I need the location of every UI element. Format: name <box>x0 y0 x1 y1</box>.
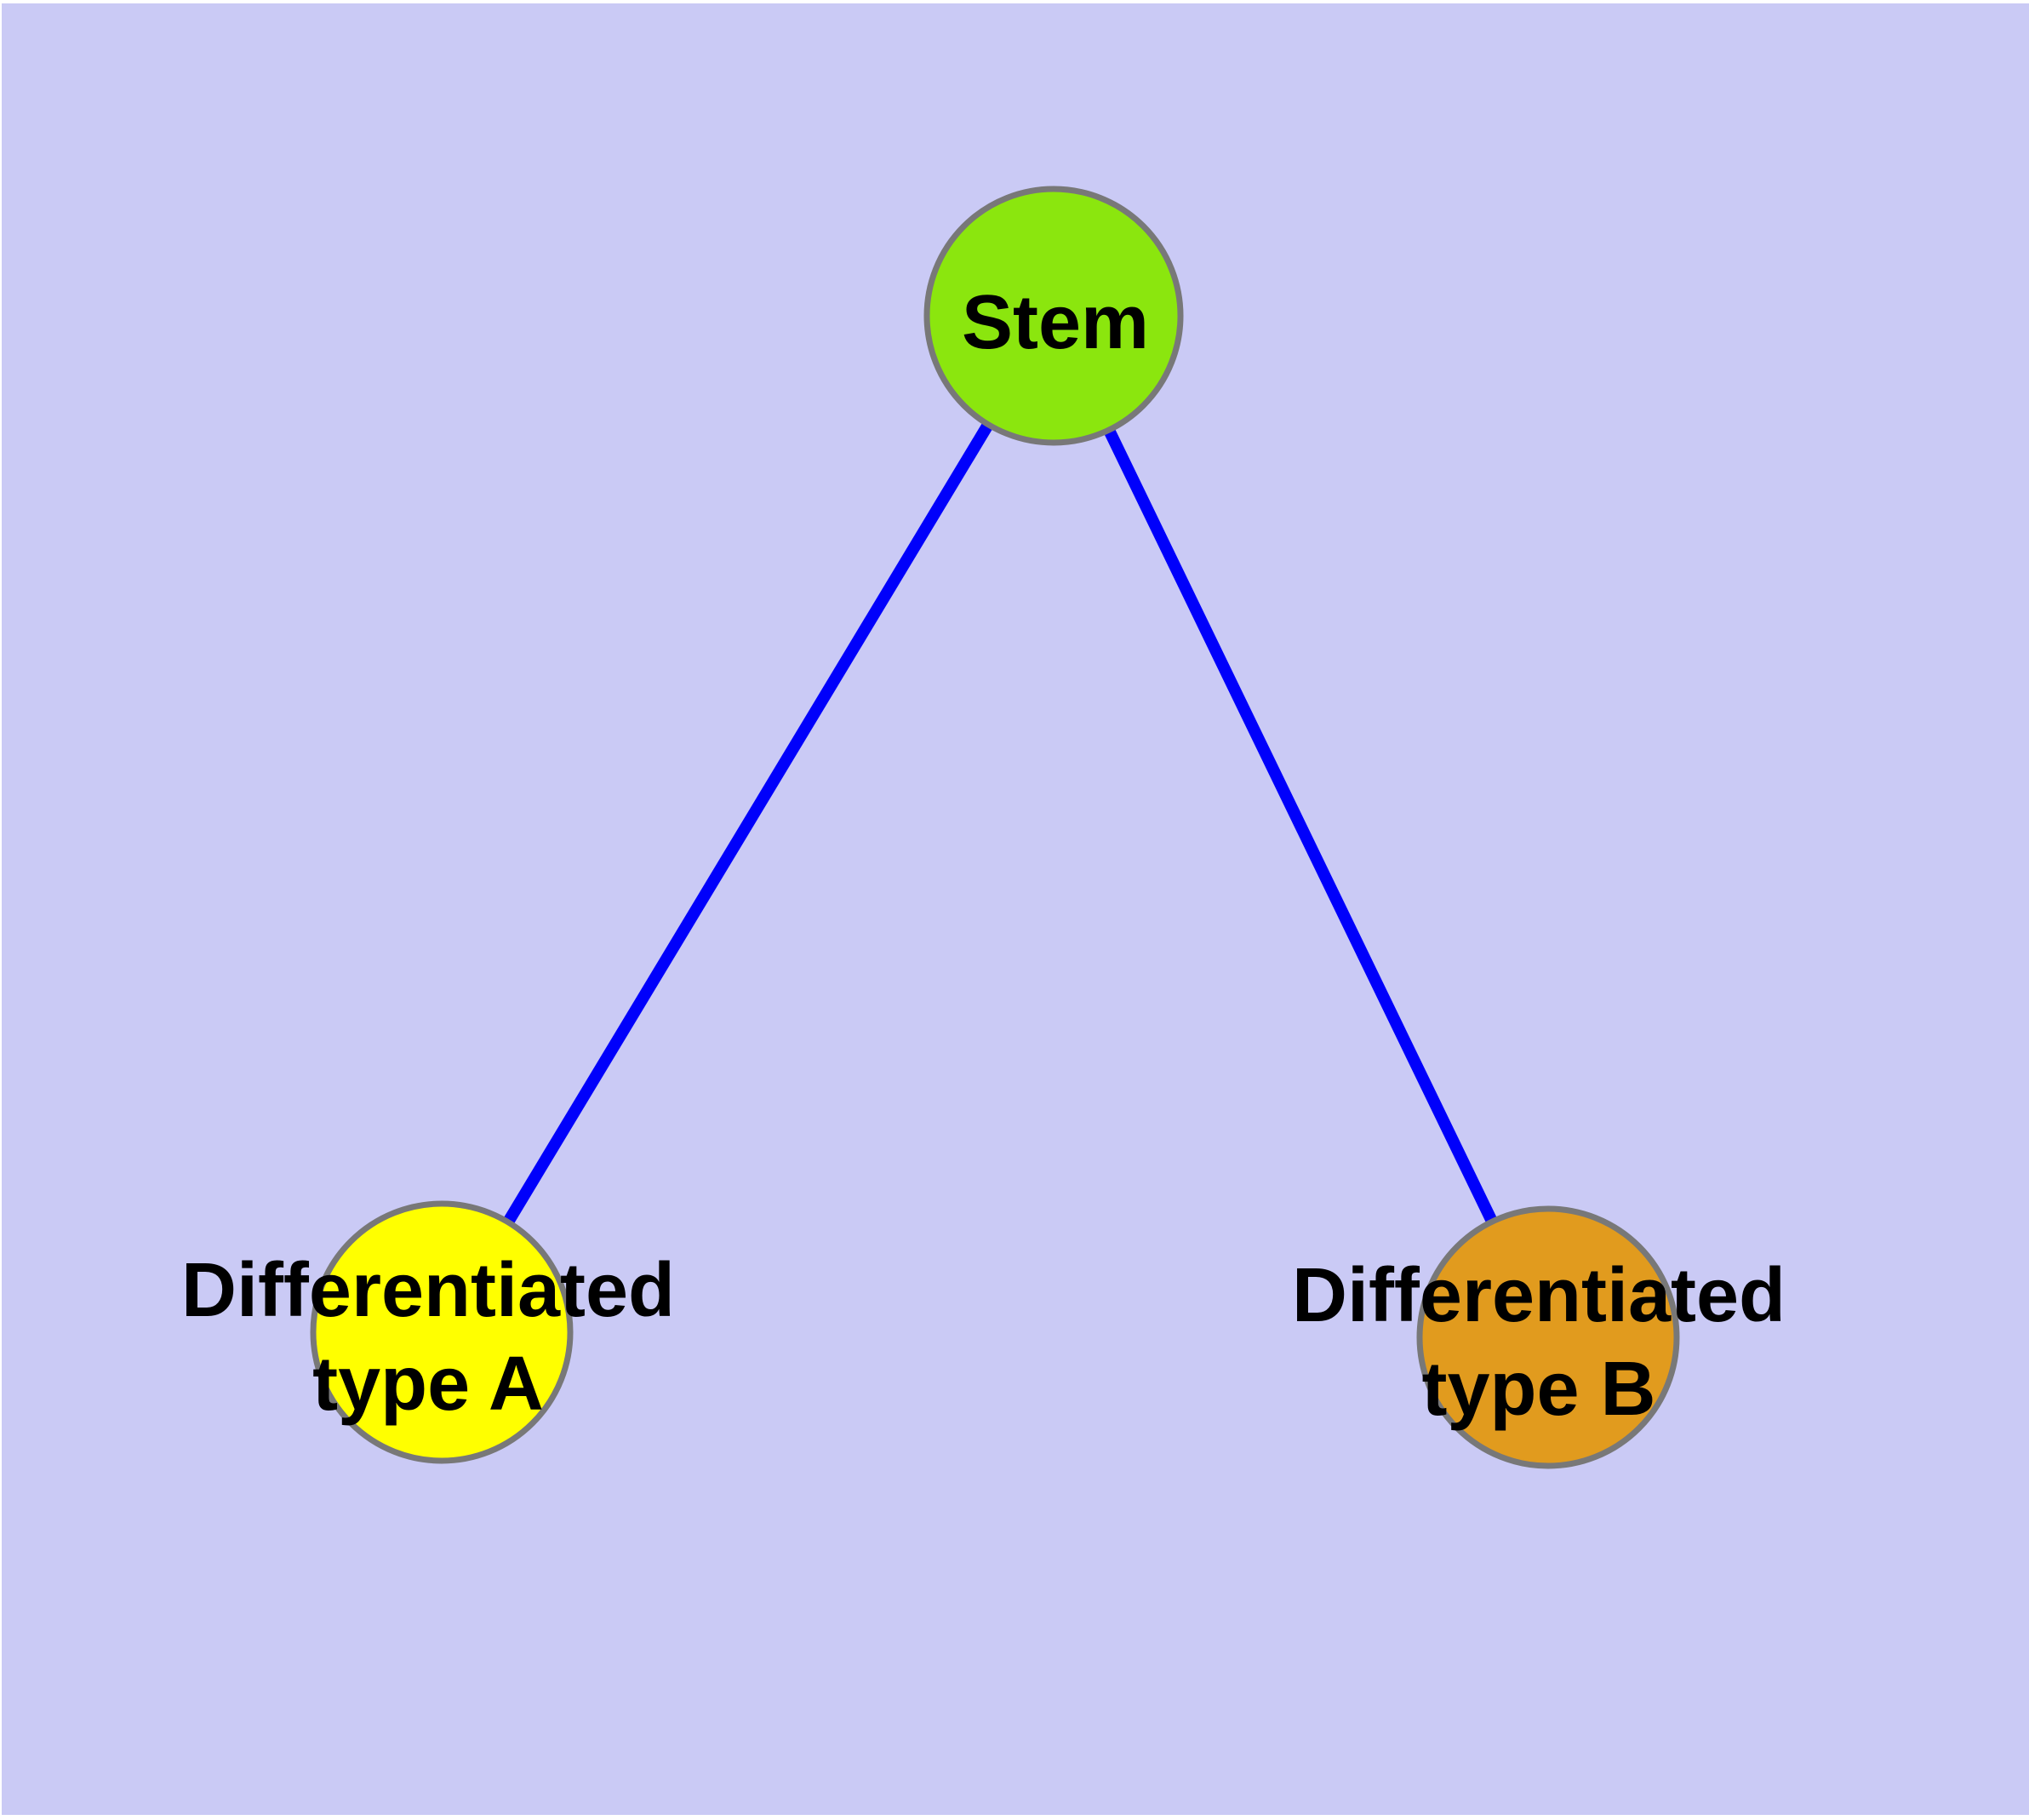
node-differentiated-type-b-label-line-1: Differentiated <box>1292 1253 1786 1338</box>
edge-stem-to-differentiated-type-a <box>437 312 1059 1336</box>
node-stem-label: Stem <box>962 280 1149 365</box>
edge-stem-to-differentiated-type-b <box>1048 312 1554 1341</box>
node-stem-circle <box>923 186 1184 446</box>
node-differentiated-type-a-label-line-1: Differentiated <box>181 1248 675 1333</box>
node-differentiated-type-b-label-line-2: type B <box>1421 1347 1655 1432</box>
node-differentiated-type-b-circle <box>1416 1205 1680 1469</box>
node-differentiated-type-a-label-line-2: type A <box>312 1342 544 1427</box>
node-differentiated-type-a-circle <box>310 1200 574 1464</box>
